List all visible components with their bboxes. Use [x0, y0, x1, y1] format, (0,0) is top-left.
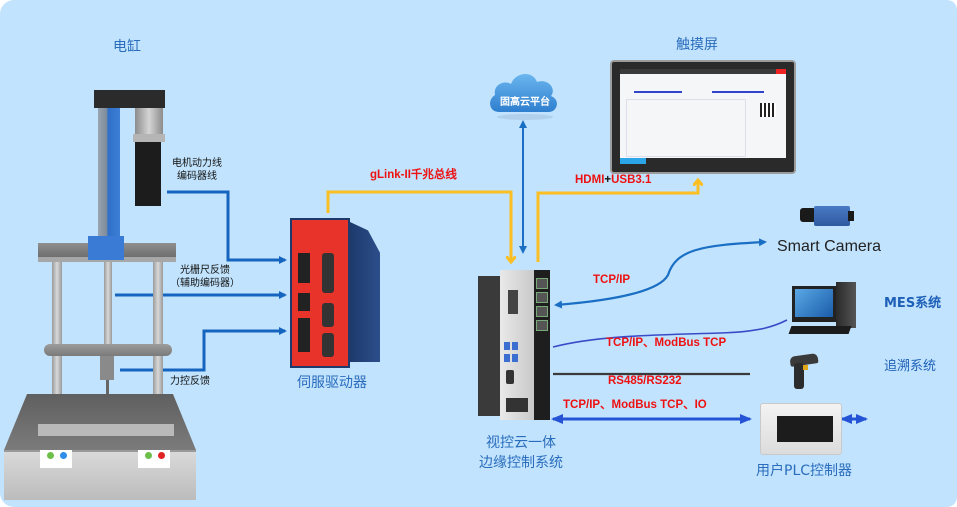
motor-power-note: 电机动力线 编码器线: [172, 157, 222, 183]
grating-feedback-label: 光栅尺反馈: [180, 265, 230, 276]
encoder-line-label: 编码器线: [177, 171, 217, 182]
mes-computer: [788, 282, 870, 337]
aux-encoder-label: （辅助编码器）: [170, 278, 240, 289]
force-feedback-label: 力控反馈: [170, 376, 210, 387]
wire-mes: [552, 319, 788, 348]
touch-screen-title: 触摸屏: [676, 37, 718, 53]
hdmi-plus: +: [604, 174, 612, 186]
touch-screen: [610, 60, 796, 174]
trace-label: 追溯系统: [884, 359, 937, 374]
plc-link-label: TCP/IP、ModBus TCP、IO: [563, 399, 707, 411]
barcode-scanner: [789, 353, 820, 393]
mes-label: MES系统: [884, 296, 942, 311]
electric-cylinder-machine: [0, 88, 200, 500]
servo-drive: [290, 218, 380, 368]
grating-note: 光栅尺反馈 （辅助编码器）: [170, 264, 240, 290]
edge-controller-label-line1: 视控云一体: [486, 435, 556, 451]
hdmi-usb-label: HDMI+USB3.1: [575, 174, 651, 186]
mes-link-label: TCP/IP、ModBus TCP: [606, 337, 727, 349]
edge-controller-label: 视控云一体 边缘控制系统: [471, 433, 571, 473]
wire-camera: [554, 238, 767, 309]
cloud-label: 固高云平台: [500, 97, 550, 108]
smart-camera: [800, 202, 860, 232]
cloud-icon: [490, 73, 557, 120]
plc-controller: [760, 403, 842, 455]
servo-drive-label: 伺服驱动器: [297, 375, 367, 391]
touch-screen-display: [620, 69, 786, 164]
glink-bus-label: gLink-II千兆总线: [370, 169, 457, 181]
smart-camera-label: Smart Camera: [777, 238, 882, 255]
motor-power-label: 电机动力线: [172, 158, 222, 169]
wire-glink-bus: [326, 190, 511, 262]
usb-label: USB3.1: [611, 174, 652, 186]
electric-cylinder-title: 电缸: [113, 39, 141, 55]
trace-link-label: RS485/RS232: [608, 375, 682, 387]
wire-motor-power: [167, 190, 287, 264]
edge-controller-label-line2: 边缘控制系统: [479, 455, 563, 471]
plc-label: 用户PLC控制器: [756, 463, 853, 479]
wire-hdmi: [536, 180, 698, 262]
edge-controller: [478, 270, 550, 420]
cloud-platform: 固高云平台: [487, 62, 563, 120]
camera-link-label: TCP/IP: [593, 274, 631, 286]
hdmi-label: HDMI: [575, 174, 605, 186]
